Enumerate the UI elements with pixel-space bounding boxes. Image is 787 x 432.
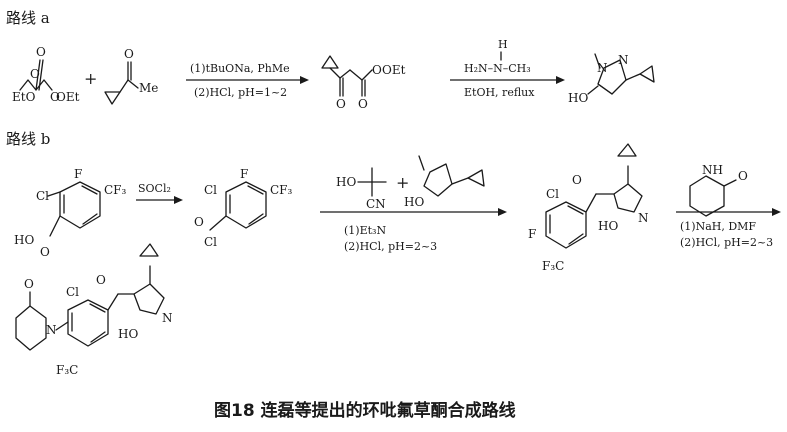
route-b-title: 路线 b [6, 130, 50, 148]
svg-text:CF₃: CF₃ [104, 183, 127, 197]
benzoic-acid-start: Cl F CF₃ HO O [14, 167, 127, 259]
svg-text:O: O [40, 245, 50, 259]
svg-text:O: O [358, 97, 368, 111]
step-b2: HO CN + HO (1)Et₃N (2)HCl, pH=2~3 [320, 155, 507, 253]
svg-text:Me: Me [139, 81, 158, 95]
svg-text:CF₃: CF₃ [270, 183, 293, 197]
pyrazolyl-ketone-intermediate: Cl F F₃C O N HO [528, 143, 649, 273]
svg-text:N: N [597, 61, 608, 75]
svg-text:HO: HO [336, 175, 356, 189]
svg-text:Cl: Cl [204, 183, 217, 197]
svg-text:Cl: Cl [66, 285, 79, 299]
final-product-cypyrafluone: N O Cl F₃C O N HO [15, 243, 173, 377]
plus-sign: + [84, 69, 97, 88]
svg-text:HO: HO [568, 91, 588, 105]
svg-text:O: O [24, 277, 34, 291]
svg-text:O: O [336, 97, 346, 111]
svg-text:(1)tBuONa, PhMe: (1)tBuONa, PhMe [190, 62, 290, 75]
svg-text:OEt: OEt [382, 63, 406, 77]
svg-text:N: N [46, 323, 57, 337]
step-a2: H H₂N–N–CH₃ EtOH, reflux [450, 38, 565, 99]
svg-text:(2)HCl, pH=2~3: (2)HCl, pH=2~3 [680, 236, 773, 249]
svg-text:O: O [50, 90, 60, 104]
svg-text:N: N [638, 211, 649, 225]
svg-text:(2)HCl, pH=2~3: (2)HCl, pH=2~3 [344, 240, 437, 253]
svg-text:HO: HO [118, 327, 138, 341]
svg-text:O: O [572, 173, 582, 187]
svg-text:SOCl₂: SOCl₂ [138, 182, 171, 195]
step-a1: (1)tBuONa, PhMe (2)HCl, pH=1~2 [186, 62, 309, 99]
pyrazole-product-a: N N HO [568, 53, 655, 105]
svg-text:O: O [96, 273, 106, 287]
svg-text:O: O [36, 45, 46, 59]
svg-text:Cl: Cl [204, 235, 217, 249]
svg-text:H₂N–N–CH₃: H₂N–N–CH₃ [464, 62, 531, 75]
svg-text:N: N [162, 311, 173, 325]
svg-text:Cl: Cl [546, 187, 559, 201]
diethyl-carbonate: EtO O O OEt O [12, 45, 80, 104]
svg-text:F: F [240, 167, 248, 181]
svg-text:+: + [396, 173, 409, 192]
step-b1: SOCl₂ [136, 182, 183, 204]
svg-text:O: O [372, 63, 382, 77]
ketoester-intermediate: O O O OEt [321, 55, 406, 111]
route-a-title: 路线 a [6, 9, 50, 27]
svg-text:HO: HO [404, 195, 424, 209]
svg-text:H: H [498, 38, 508, 51]
svg-text:N: N [618, 53, 629, 67]
svg-text:F: F [528, 227, 536, 241]
cyclopropyl-methyl-ketone: O Me [104, 47, 158, 105]
svg-text:O: O [30, 67, 40, 81]
svg-text:F: F [74, 167, 82, 181]
svg-text:O: O [194, 215, 204, 229]
svg-text:(2)HCl, pH=1~2: (2)HCl, pH=1~2 [194, 86, 287, 99]
svg-text:O: O [738, 169, 748, 183]
svg-text:NH: NH [702, 163, 723, 177]
svg-text:EtOH, reflux: EtOH, reflux [464, 86, 535, 99]
svg-text:CN: CN [366, 197, 386, 211]
svg-text:HO: HO [14, 233, 34, 247]
svg-text:HO: HO [598, 219, 618, 233]
svg-text:F₃C: F₃C [56, 363, 78, 377]
svg-text:F₃C: F₃C [542, 259, 564, 273]
svg-text:(1)NaH, DMF: (1)NaH, DMF [680, 220, 756, 233]
step-b3: NH O (1)NaH, DMF (2)HCl, pH=2~3 [676, 163, 781, 249]
acyl-chloride: Cl F CF₃ O Cl [194, 167, 293, 249]
figure-caption: 图18 连磊等提出的环吡氟草酮合成路线 [214, 400, 516, 421]
svg-text:OEt: OEt [56, 90, 80, 104]
svg-text:EtO: EtO [12, 90, 36, 104]
svg-text:Cl: Cl [36, 189, 49, 203]
svg-text:O: O [124, 47, 134, 61]
svg-text:(1)Et₃N: (1)Et₃N [344, 224, 386, 237]
